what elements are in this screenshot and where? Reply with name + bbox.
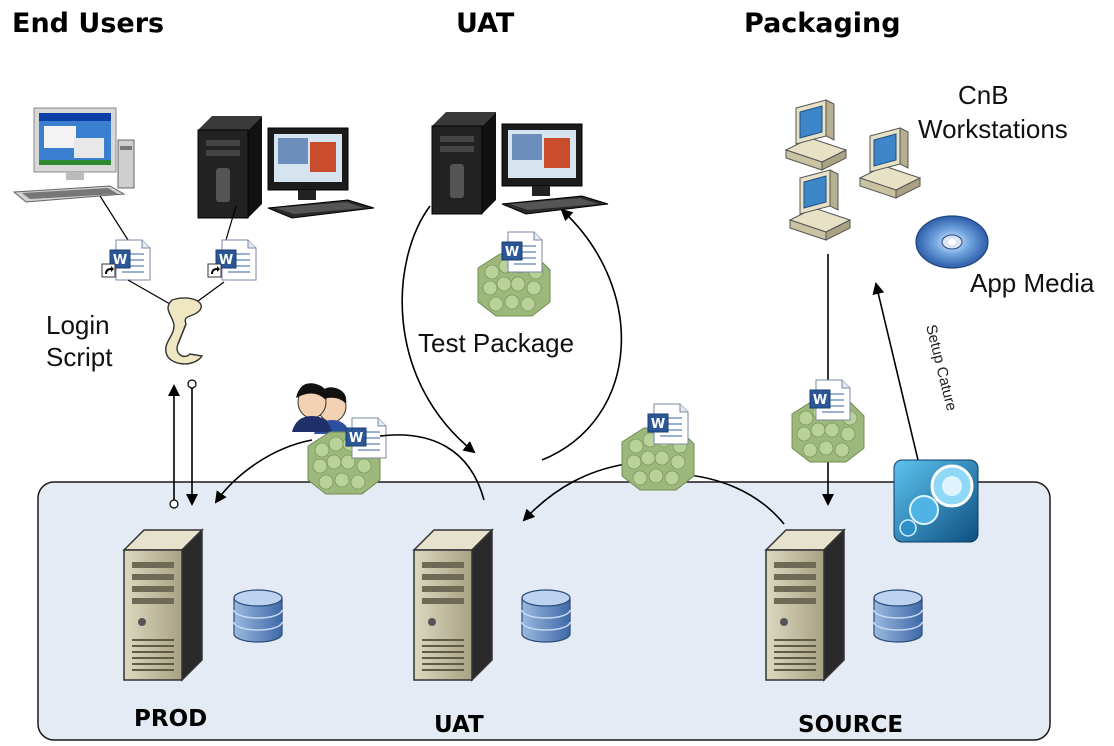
setup-capture-label: Setup Cature (922, 323, 960, 413)
setup-capture-icon (893, 459, 979, 543)
connector-line (193, 281, 225, 305)
login-script-label-line2: Script (46, 342, 113, 372)
xp-desktop-icon (12, 107, 135, 203)
connector-uat-package (379, 434, 485, 501)
cnb-workstations-label-line2: Workstations (918, 114, 1068, 144)
test-package-label: Test Package (418, 328, 574, 358)
arrow-setup-capture (872, 282, 919, 461)
script-scroll-icon (165, 297, 204, 365)
header-uat: UAT (456, 8, 515, 39)
arrow-uat-desktop-to-uat-server (401, 205, 476, 454)
connector-line (225, 205, 237, 241)
source-server-icon (765, 529, 845, 681)
word-doc-icon (809, 379, 851, 421)
login-script-label-line1: Login (46, 310, 110, 340)
word-doc-icon (345, 417, 387, 459)
arrow-package-to-prod (214, 439, 313, 504)
word-doc-icon (647, 403, 689, 445)
prod-server-icon (123, 529, 203, 681)
prod-database-icon (233, 589, 283, 643)
word-shortcut-icon (207, 239, 257, 281)
uat-server-icon (413, 529, 493, 681)
users-icon (292, 383, 350, 434)
header-end-users: End Users (12, 8, 164, 39)
server-label-source: SOURCE (798, 712, 903, 738)
source-database-icon (873, 589, 923, 643)
uat-database-icon (521, 589, 571, 643)
cd-media-icon (915, 215, 989, 269)
server-label-prod: PROD (134, 706, 207, 732)
header-packaging: Packaging (744, 8, 901, 39)
black-desktop-icon (197, 115, 375, 219)
word-shortcut-icon (101, 239, 151, 281)
app-media-label: App Media (970, 268, 1095, 298)
uat-desktop-icon (431, 111, 609, 215)
test-package-doc-icon (501, 231, 543, 273)
arrow-package-to-uat (522, 463, 627, 522)
connector-dot (187, 379, 197, 389)
connector-dot (169, 499, 179, 509)
connector-line (127, 279, 171, 305)
cnb-workstations-icon (785, 99, 921, 241)
arrow-uat-server-to-uat-desktop (541, 208, 623, 461)
server-label-uat: UAT (434, 712, 484, 738)
cnb-workstations-label-line1: CnB (958, 80, 1009, 110)
connector-line (99, 195, 129, 241)
